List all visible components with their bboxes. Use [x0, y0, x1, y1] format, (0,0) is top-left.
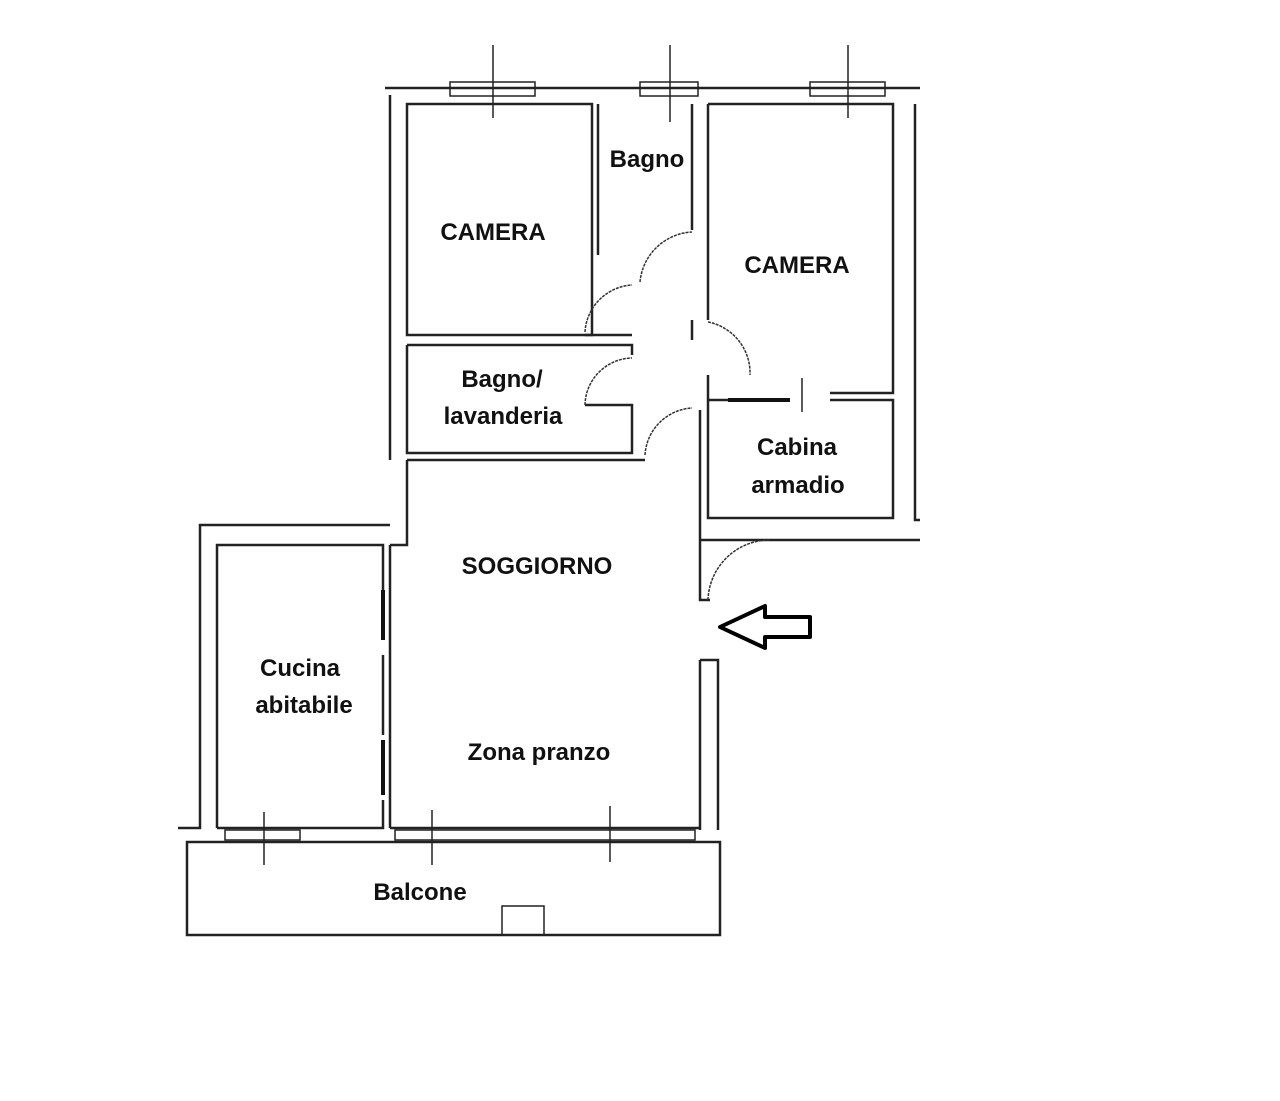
- label-cabina-2: armadio: [751, 472, 844, 499]
- windows: [224, 45, 886, 865]
- label-camera-left: CAMERA: [440, 219, 545, 246]
- label-cabina-1: Cabina: [757, 434, 838, 461]
- label-bagno: Bagno: [610, 146, 685, 173]
- label-bagno-lavanderia-1: Bagno/: [461, 366, 543, 393]
- label-bagno-lavanderia-2: lavanderia: [444, 403, 563, 430]
- entrance-arrow-icon: [718, 604, 812, 650]
- doors: [584, 231, 771, 601]
- label-cucina-1: Cucina: [260, 655, 341, 682]
- room-labels: CAMERA Bagno CAMERA Bagno/ lavanderia Ca…: [255, 146, 849, 906]
- label-cucina-2: abitabile: [255, 692, 352, 719]
- label-camera-right: CAMERA: [744, 252, 849, 279]
- label-soggiorno: SOGGIORNO: [462, 553, 613, 580]
- walls: [178, 86, 920, 937]
- label-balcone: Balcone: [373, 879, 466, 906]
- label-zona-pranzo: Zona pranzo: [468, 739, 611, 766]
